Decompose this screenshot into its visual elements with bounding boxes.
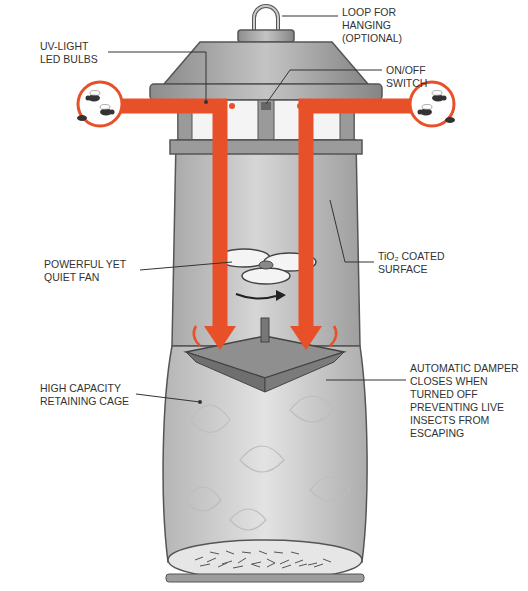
callout-label: TiO₂ COATED SURFACE	[378, 250, 458, 276]
callout-label: ON/OFF SWITCH	[386, 64, 446, 90]
callout-label: UV-LIGHT LED BULBS	[40, 40, 106, 66]
callout-label: HIGH CAPACITY RETAINING CAGE	[40, 382, 134, 408]
callout-label: LOOP FOR HANGING (OPTIONAL)	[342, 6, 420, 45]
callout-label: AUTOMATIC DAMPER CLOSES WHEN TURNED OFF …	[410, 362, 522, 440]
callout-label: POWERFUL YET QUIET FAN	[44, 258, 138, 284]
